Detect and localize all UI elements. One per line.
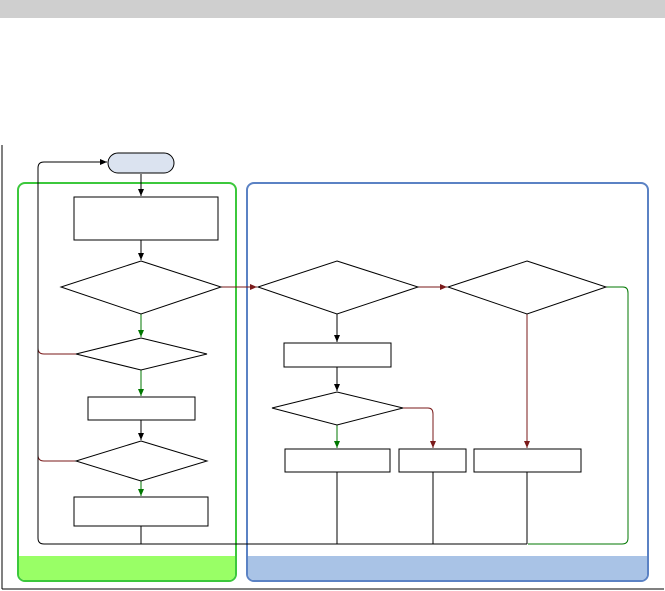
process-node-p2[interactable] [87, 396, 196, 421]
decision-node-d3[interactable] [74, 440, 209, 482]
start-terminal[interactable] [107, 152, 175, 174]
decision-node-d6[interactable] [271, 391, 404, 426]
process-node-p1[interactable] [73, 196, 219, 241]
right-lane-footer [248, 556, 647, 580]
left-lane [17, 182, 237, 582]
header-bar [0, 0, 665, 18]
right-lane [246, 182, 649, 582]
process-node-p7[interactable] [473, 448, 582, 473]
process-node-p4[interactable] [283, 342, 392, 368]
arrow-d5-exit [528, 286, 629, 545]
process-node-p5[interactable] [284, 448, 391, 473]
process-node-p3[interactable] [73, 496, 209, 527]
left-lane-footer [19, 556, 235, 580]
decision-node-d4[interactable] [256, 260, 420, 315]
process-node-p6[interactable] [398, 448, 467, 473]
connectors [37, 159, 629, 545]
arrow-d3-no [37, 454, 76, 462]
arrow-d6-to-p6 [403, 407, 436, 448]
arrow-d2-no [37, 347, 76, 355]
return-loop [37, 159, 527, 545]
nodes [59, 152, 608, 527]
decision-node-d2[interactable] [75, 337, 208, 371]
decision-node-d5[interactable] [446, 260, 608, 315]
decision-node-d1[interactable] [59, 260, 223, 315]
